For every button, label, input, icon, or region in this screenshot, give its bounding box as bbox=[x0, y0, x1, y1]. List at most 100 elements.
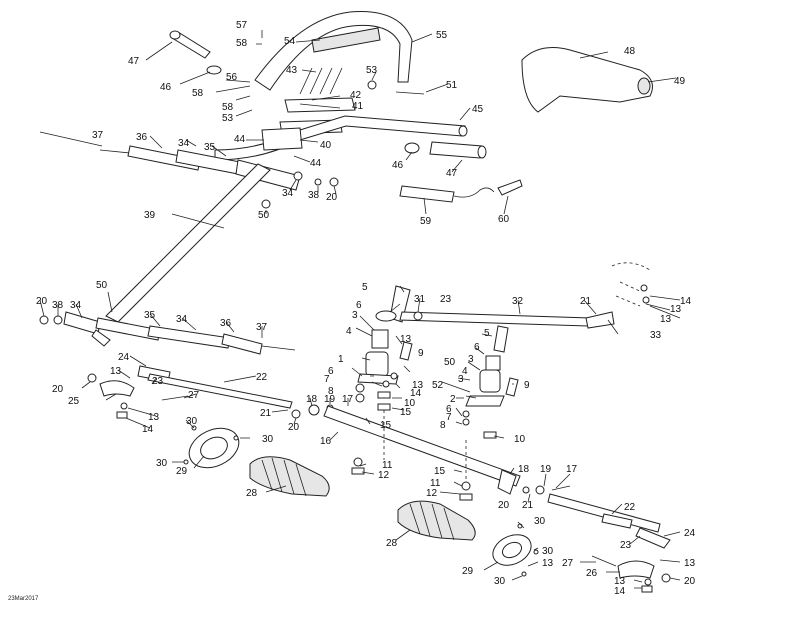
callout-14d: 14 bbox=[614, 586, 626, 597]
callout-20e: 20 bbox=[498, 500, 510, 511]
callout-53b: 53 bbox=[366, 65, 378, 76]
callout-17b: 17 bbox=[566, 464, 578, 475]
callout-29b: 29 bbox=[462, 566, 474, 577]
callout-39: 39 bbox=[144, 210, 156, 221]
callout-56: 56 bbox=[226, 72, 238, 83]
callout-20f: 20 bbox=[684, 576, 696, 587]
callout-44: 44 bbox=[234, 134, 246, 145]
callout-40: 40 bbox=[320, 140, 332, 151]
callout-24: 24 bbox=[118, 352, 130, 363]
callout-30b: 30 bbox=[262, 434, 274, 445]
callout-5: 5 bbox=[362, 282, 368, 293]
callout-58: 58 bbox=[236, 38, 248, 49]
callout-28: 28 bbox=[246, 488, 258, 499]
callout-50b: 50 bbox=[96, 280, 108, 291]
right-tie-rod bbox=[547, 493, 671, 593]
callout-46: 46 bbox=[160, 82, 172, 93]
callout-51: 51 bbox=[446, 80, 458, 91]
callout-9: 9 bbox=[418, 348, 424, 359]
callout-12b: 12 bbox=[426, 488, 438, 499]
callout-6c: 6 bbox=[474, 342, 480, 353]
callout-10b: 10 bbox=[514, 434, 526, 445]
callout-21c: 21 bbox=[522, 500, 534, 511]
callout-3: 3 bbox=[352, 310, 358, 321]
callout-30: 30 bbox=[186, 416, 198, 427]
callout-11: 11 bbox=[382, 460, 393, 471]
callout-15b: 15 bbox=[380, 420, 392, 431]
callout-47: 47 bbox=[128, 56, 140, 67]
callout-14c: 14 bbox=[410, 388, 422, 399]
callout-47b: 47 bbox=[446, 168, 458, 179]
callout-46b: 46 bbox=[392, 160, 404, 171]
leader-lines bbox=[39, 30, 681, 589]
callout-27b: 27 bbox=[562, 558, 574, 569]
callout-10: 10 bbox=[404, 398, 416, 409]
callout-15: 15 bbox=[400, 407, 412, 418]
callout-13f: 13 bbox=[412, 380, 424, 391]
steering-column bbox=[105, 163, 271, 323]
callout-13d: 13 bbox=[660, 314, 672, 325]
callout-3b: 3 bbox=[468, 354, 474, 365]
callout-38: 38 bbox=[308, 190, 320, 201]
callout-21: 21 bbox=[260, 408, 272, 419]
callout-44b: 44 bbox=[310, 158, 322, 169]
lower-left-arm-assembly bbox=[39, 311, 296, 355]
left-boot-assembly bbox=[183, 425, 330, 497]
callout-13h: 13 bbox=[614, 576, 626, 587]
callout-49: 49 bbox=[674, 76, 686, 87]
callout-34: 34 bbox=[178, 138, 190, 149]
upper-right-ghost-arm bbox=[611, 262, 651, 307]
callout-24b: 24 bbox=[684, 528, 696, 539]
callout-15c: 15 bbox=[434, 466, 446, 477]
right-boot-assembly bbox=[397, 500, 539, 577]
callout-9b: 9 bbox=[524, 380, 530, 391]
callout-20d: 20 bbox=[288, 422, 300, 433]
callout-12: 12 bbox=[378, 470, 390, 481]
callout-6b: 6 bbox=[328, 366, 334, 377]
callout-28b: 28 bbox=[386, 538, 398, 549]
callout-22: 22 bbox=[256, 372, 268, 383]
callout-16: 16 bbox=[320, 436, 332, 447]
callout-35b: 35 bbox=[144, 310, 156, 321]
callout-33: 33 bbox=[650, 330, 662, 341]
callout-45: 45 bbox=[472, 104, 484, 115]
callout-18: 18 bbox=[306, 394, 318, 405]
callout-53: 53 bbox=[222, 113, 234, 124]
callout-19b: 19 bbox=[540, 464, 552, 475]
callout-29: 29 bbox=[176, 466, 188, 477]
callout-13e: 13 bbox=[400, 334, 412, 345]
left-tie-rod bbox=[87, 365, 334, 419]
callout-6: 6 bbox=[356, 300, 362, 311]
callout-14: 14 bbox=[142, 424, 154, 435]
callout-5b: 5 bbox=[484, 328, 490, 339]
callout-19: 19 bbox=[324, 394, 336, 405]
callout-18b: 18 bbox=[518, 464, 530, 475]
callout-20c: 20 bbox=[52, 384, 64, 395]
steering-rod bbox=[323, 405, 571, 501]
callout-13b: 13 bbox=[148, 412, 160, 423]
callout-57: 57 bbox=[236, 20, 248, 31]
callout-50c: 50 bbox=[444, 357, 456, 368]
callout-13i: 13 bbox=[542, 558, 554, 569]
callout-4b: 4 bbox=[462, 366, 468, 377]
callout-36b: 36 bbox=[220, 318, 232, 329]
callout-59: 59 bbox=[420, 216, 432, 227]
callout-60: 60 bbox=[498, 214, 510, 225]
callout-13c: 13 bbox=[670, 304, 682, 315]
callout-13: 13 bbox=[110, 366, 122, 377]
callout-7b: 7 bbox=[446, 412, 452, 423]
callout-50: 50 bbox=[258, 210, 270, 221]
callout-20b: 20 bbox=[36, 296, 48, 307]
callout-42: 42 bbox=[350, 90, 362, 101]
callout-32: 32 bbox=[512, 296, 524, 307]
callout-13g: 13 bbox=[684, 558, 696, 569]
callout-17: 17 bbox=[342, 394, 354, 405]
center-linkage bbox=[355, 285, 615, 439]
callout-58b: 58 bbox=[192, 88, 204, 99]
callout-8b: 8 bbox=[440, 420, 446, 431]
callout-1: 1 bbox=[338, 354, 344, 365]
callout-27: 27 bbox=[188, 390, 200, 401]
callout-37: 37 bbox=[92, 130, 104, 141]
callout-25: 25 bbox=[68, 396, 80, 407]
